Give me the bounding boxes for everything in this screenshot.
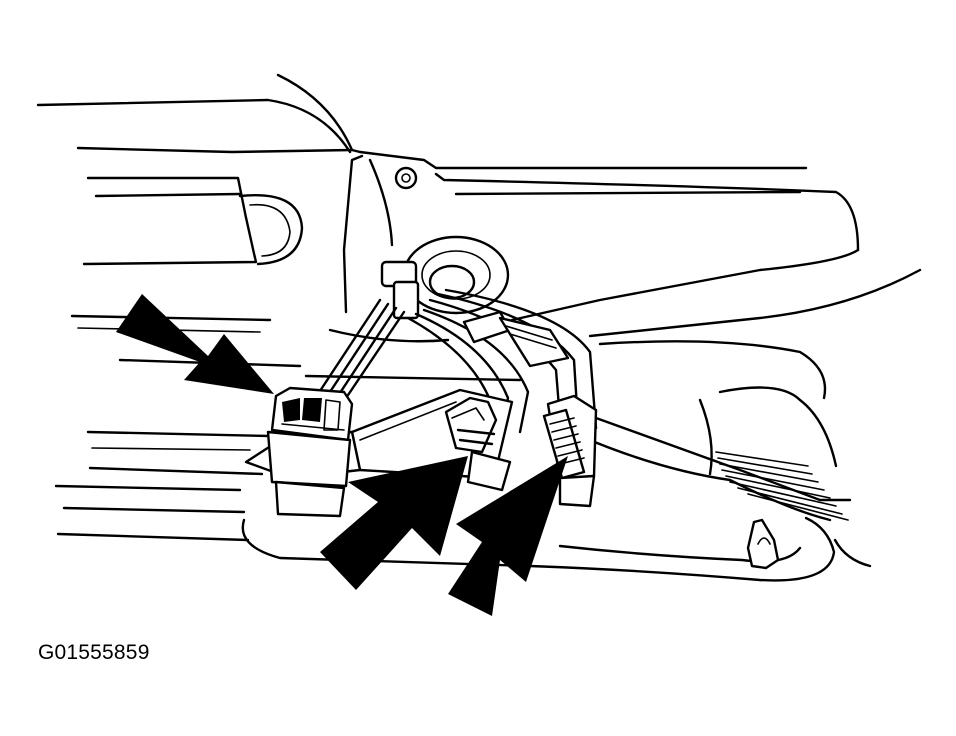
arrow-connector-left bbox=[116, 294, 274, 394]
arrow-connector-center bbox=[320, 456, 468, 590]
figure-id-label: G01555859 bbox=[38, 641, 150, 664]
connector-center bbox=[444, 396, 512, 492]
connector-left bbox=[266, 386, 354, 518]
upper-body-panel bbox=[36, 73, 922, 338]
rear-quarter-panel bbox=[241, 340, 872, 582]
lower-body-lines bbox=[54, 314, 522, 542]
wire-harness bbox=[316, 288, 598, 434]
arrow-connector-right bbox=[448, 456, 568, 616]
harness-grommet bbox=[380, 235, 510, 320]
